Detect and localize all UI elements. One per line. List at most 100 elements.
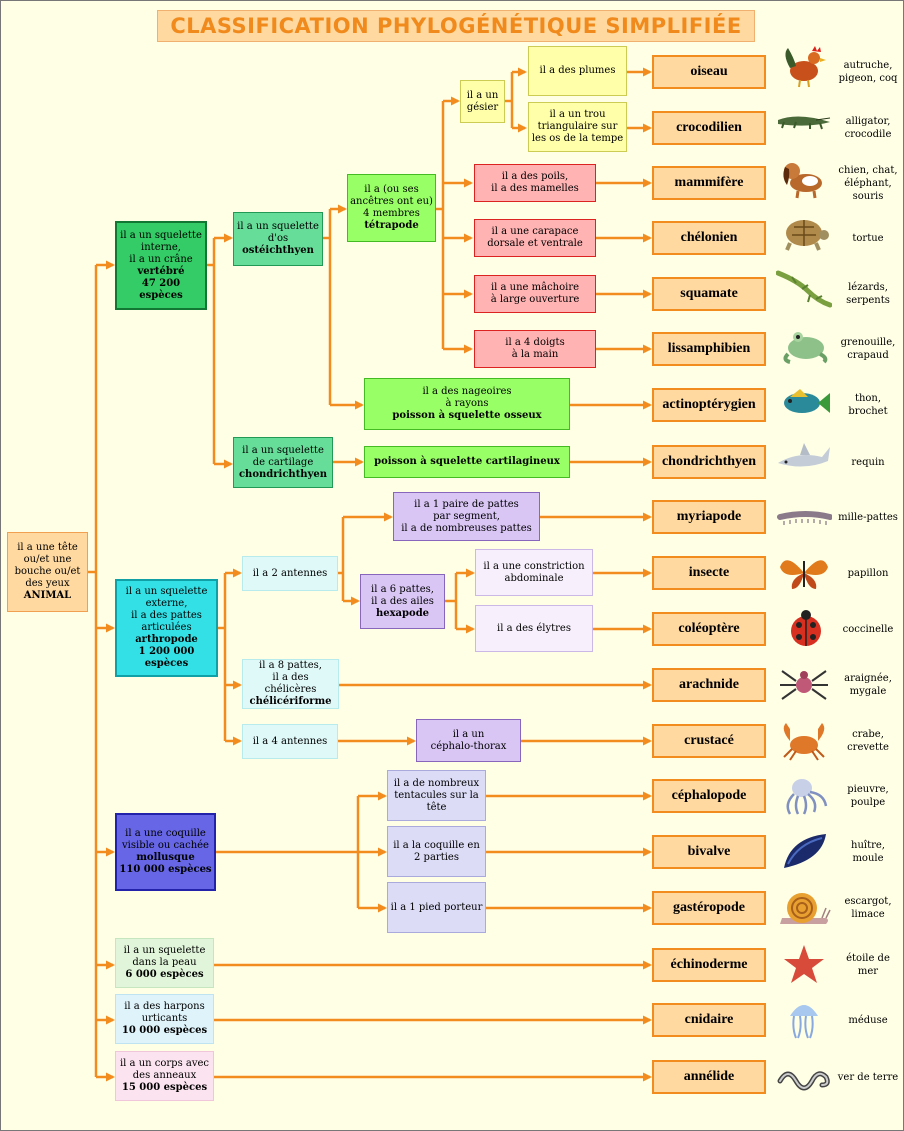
antennes4-box: il a 4 antennes xyxy=(242,724,338,759)
coq-line: 2 parties xyxy=(414,851,459,863)
ant2-line: il a 2 antennes xyxy=(252,567,328,579)
gesier-line: il a un xyxy=(466,89,499,101)
group-actinopterygien: actinoptérygien xyxy=(652,388,766,422)
myr-line: par segment, xyxy=(433,510,500,522)
group-chondrichthyen: chondrichthyen xyxy=(652,445,766,479)
nag-line: à rayons xyxy=(445,398,489,409)
hexapode-box: il a 6 pattes, il a des ailes hexapode xyxy=(360,574,445,629)
group-echinoderme: échinoderme xyxy=(652,948,766,982)
machoire-box: il a une mâchoire à large ouverture xyxy=(474,275,596,313)
vertebre-line: interne, xyxy=(141,241,181,253)
ceph-line: céphalo-thorax xyxy=(430,740,507,752)
coq-line: il a la coquille en xyxy=(393,839,480,851)
cnid-line: il a des harpons xyxy=(124,1001,205,1012)
osteichthyen-box: il a un squelette d'os ostéichthyen xyxy=(233,212,323,266)
tetra-label: tétrapode xyxy=(364,220,419,231)
examples-insecte: papillon xyxy=(847,567,889,579)
cartilagineux-box: poisson à squelette cartilagineux xyxy=(364,446,570,478)
starfish-icon xyxy=(784,945,824,983)
poils-box: il a des poils, il a des mamelles xyxy=(474,164,596,202)
tetra-line: ancêtres ont eu) xyxy=(350,196,433,207)
doigts-line: à la main xyxy=(511,349,559,360)
examples-crocodilien: alligator,crocodile xyxy=(844,116,892,140)
myriapode-criteria-box: il a 1 paire de pattes par segment, il a… xyxy=(393,492,540,541)
elytres-line: il a des élytres xyxy=(497,622,571,634)
examples-cnidaire: méduse xyxy=(848,1014,888,1026)
millipede-icon xyxy=(777,511,832,525)
group-crustace: crustacé xyxy=(652,724,766,758)
tetra-line: 4 membres xyxy=(363,208,420,219)
poils-line: il a des poils, xyxy=(501,171,569,182)
arthropode-line: articulées xyxy=(141,622,192,633)
chondrichthyen-criteria-box: il a un squelette de cartilage chondrich… xyxy=(233,437,333,488)
page-title: CLASSIFICATION PHYLOGÉNÉTIQUE SIMPLIFIÉE xyxy=(157,10,755,42)
constriction-box: il a une constriction abdominale xyxy=(475,549,593,596)
trou-box: il a un trou triangulaire sur les os de … xyxy=(528,102,627,152)
mollusque-line: visible ou cachée xyxy=(122,840,209,851)
root-label: ANIMAL xyxy=(23,590,72,601)
examples-chelonien: tortue xyxy=(852,232,884,244)
vertebre-label: vertébré xyxy=(137,265,185,277)
mollusque-line: il a une coquille xyxy=(125,828,206,839)
pied-line: il a 1 pied porteur xyxy=(390,901,483,913)
gesier-box: il a un gésier xyxy=(460,80,505,123)
annelide-criteria-box: il a un corps avec des anneaux 15 000 es… xyxy=(115,1051,214,1101)
group-crocodilien: crocodilien xyxy=(652,111,766,145)
cnidaire-criteria-box: il a des harpons urticants 10 000 espèce… xyxy=(115,994,214,1044)
echino-line: dans la peau xyxy=(132,957,197,968)
tentacules-box: il a de nombreux tentacules sur la tête xyxy=(387,770,486,821)
arthropode-count: 1 200 000 espèces xyxy=(138,646,195,669)
pied-box: il a 1 pied porteur xyxy=(387,882,486,933)
snail-icon xyxy=(780,893,831,924)
examples-myriapode: mille-pattes xyxy=(838,511,898,523)
tent-line: tête xyxy=(426,801,447,813)
ceph-line: il a un xyxy=(452,728,485,740)
p8-line: il a des chélicères xyxy=(264,672,317,695)
group-myriapode: myriapode xyxy=(652,500,766,534)
jellyfish-icon xyxy=(790,1005,818,1039)
group-squamate: squamate xyxy=(652,277,766,311)
ladybug-icon xyxy=(791,610,821,646)
p8-label: chélicériforme xyxy=(249,696,332,707)
root-line: bouche ou/et xyxy=(14,566,81,577)
hex-line: il a 6 pattes, xyxy=(371,583,434,595)
carapace-line: il a une carapace xyxy=(491,226,579,237)
chond-line: de cartilage xyxy=(252,456,314,468)
group-arachnide: arachnide xyxy=(652,668,766,702)
nag-label: poisson à squelette osseux xyxy=(392,410,542,421)
constr-line: il a une constriction xyxy=(483,560,585,572)
arthropode-line: il a un squelette xyxy=(125,586,208,597)
ost-label: ostéichthyen xyxy=(242,245,314,256)
examples-squamate: lézards,serpents xyxy=(846,282,890,306)
trou-line: il a un trou xyxy=(549,109,606,120)
group-coleoptere: coléoptère xyxy=(652,612,766,646)
examples-arachnide: araignée,mygale xyxy=(844,673,892,697)
chond-label: chondrichthyen xyxy=(238,468,328,480)
turtle-icon xyxy=(785,220,829,251)
nag-line: il a des nageoires xyxy=(422,386,512,397)
coquille2-box: il a la coquille en 2 parties xyxy=(387,826,486,877)
tetra-line: il a (ou ses xyxy=(364,184,419,195)
tent-line: tentacules sur la xyxy=(394,789,479,801)
mussel-icon xyxy=(784,834,826,868)
group-bivalve: bivalve xyxy=(652,835,766,869)
shark-icon xyxy=(778,443,830,467)
machoire-line: il a une mâchoire xyxy=(490,282,580,293)
echino-count: 6 000 espèces xyxy=(125,969,204,980)
nageoires-box: il a des nageoires à rayons poisson à sq… xyxy=(364,378,570,430)
annel-line: des anneaux xyxy=(132,1070,197,1081)
examples-chondrichthyen: requin xyxy=(851,456,885,468)
examples-cephalopode: pieuvre,poulpe xyxy=(847,784,889,808)
myr-line: il a de nombreuses pattes xyxy=(401,522,532,534)
carapace-line: dorsale et ventrale xyxy=(487,238,583,249)
examples-annelide: ver de terre xyxy=(837,1071,899,1083)
echino-line: il a un squelette xyxy=(123,945,206,956)
rooster-icon xyxy=(785,46,826,88)
examples-lissamphibien: grenouille,crapaud xyxy=(840,337,896,361)
annel-line: il a un corps avec xyxy=(119,1058,210,1069)
group-lissamphibien: lissamphibien xyxy=(652,332,766,366)
examples-bivalve: huître,moule xyxy=(851,840,885,864)
carapace-box: il a une carapace dorsale et ventrale xyxy=(474,219,596,257)
